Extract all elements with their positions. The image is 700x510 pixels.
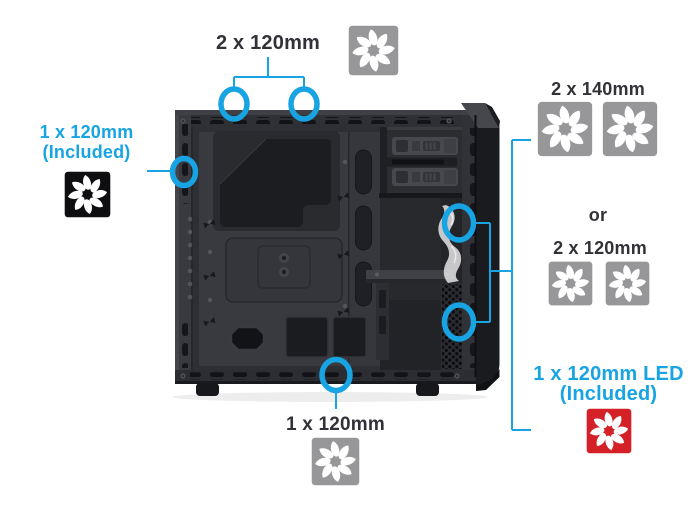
label-rear-fan-line2: (Included) <box>42 142 131 162</box>
connector-lines <box>147 57 531 431</box>
front-bezel <box>461 103 500 391</box>
case-shadow <box>172 392 488 402</box>
front-140-fan-icon-1 <box>537 101 593 157</box>
top-fan-mount-marker-2 <box>288 86 320 122</box>
cable-routing-holes <box>355 149 372 307</box>
label-front-led-fan: 1 x 120mm LED (Included) <box>516 364 700 404</box>
pc-case-side-view <box>172 103 500 402</box>
rear-fan-icon <box>64 171 111 218</box>
label-front-led-fan-line1: 1 x 120mm LED <box>533 363 684 385</box>
front-led-fan-icon <box>586 408 632 454</box>
rear-fan-mount-marker <box>169 155 199 189</box>
cpu-cutout <box>220 139 331 227</box>
front-fan-mount-marker-1 <box>441 203 477 243</box>
label-rear-fan-line1: 1 x 120mm <box>39 122 134 142</box>
top-fans-connector-line <box>233 57 305 88</box>
top-fan-mount-marker-1 <box>218 86 250 122</box>
bottom-fan-mount-marker <box>319 356 353 394</box>
label-front-fans-140: 2 x 140mm <box>551 79 645 99</box>
label-or-separator: or <box>588 205 608 225</box>
front-fan-mount-marker-2 <box>441 302 477 342</box>
label-bottom-fan: 1 x 120mm <box>286 414 385 435</box>
label-rear-fan: 1 x 120mm (Included) <box>9 122 164 162</box>
case-feet <box>196 383 439 396</box>
front-120-fan-icon-1 <box>548 261 593 306</box>
case-rear-panel <box>175 115 206 370</box>
fan-mount-markers <box>169 86 477 394</box>
front-120-fan-icon-2 <box>605 261 650 306</box>
label-front-fans-120: 2 x 120mm <box>553 238 647 258</box>
label-front-led-fan-line2: (Included) <box>559 383 658 405</box>
hdd-shelf <box>366 270 454 279</box>
psu-cutout <box>229 325 266 352</box>
front-140-fan-icon-2 <box>602 101 658 157</box>
top-fan-icon <box>348 25 399 76</box>
bottom-fan-icon <box>311 437 360 486</box>
motherboard-tray <box>199 131 380 366</box>
label-top-fans: 2 x 120mm <box>215 32 321 54</box>
front-fans-connector-lines <box>475 139 531 431</box>
